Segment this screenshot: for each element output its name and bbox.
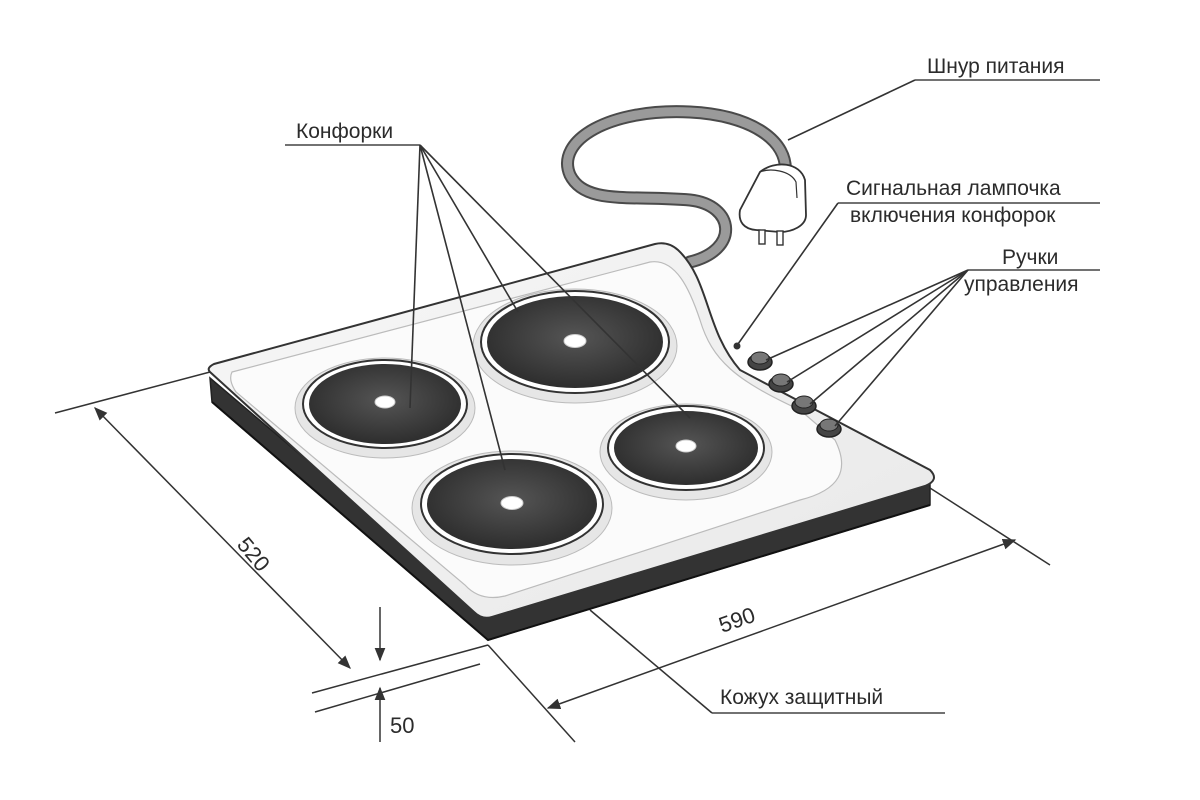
- dimension-height: [314, 607, 481, 742]
- casing-label: Кожух защитный: [720, 686, 883, 709]
- knobs-label-line2: управления: [964, 273, 1079, 296]
- power-cord: [561, 105, 792, 269]
- burner-back-left: [294, 357, 476, 459]
- width-dimension-label: 590: [715, 602, 758, 638]
- power-cord-leader: [787, 79, 1100, 141]
- burner-front-right: [599, 403, 773, 501]
- control-knob-2: [768, 373, 794, 393]
- signal-lamp-label-line1: Сигнальная лампочка: [846, 177, 1061, 200]
- height-dimension-label: 50: [390, 713, 414, 738]
- power-plug: [738, 163, 807, 246]
- signal-lamp-leader: [737, 202, 1100, 345]
- dimension-depth: [54, 371, 489, 694]
- signal-lamp-label-line2: включения конфорок: [850, 204, 1056, 227]
- control-knob-3: [791, 395, 817, 415]
- control-knob-1: [747, 351, 773, 371]
- knobs-leader: [765, 269, 1100, 427]
- cooktop-surface: [207, 242, 935, 619]
- depth-dimension-label: 520: [232, 532, 275, 576]
- dimension-width: [487, 487, 1051, 743]
- burner-front-left: [411, 450, 613, 566]
- power-cord-label: Шнур питания: [927, 55, 1064, 78]
- burners-label: Конфорки: [296, 120, 393, 143]
- burners-leader: [285, 144, 691, 471]
- knobs-label-line1: Ручки: [1002, 246, 1058, 269]
- burner-back-right: [472, 288, 678, 404]
- signal-lamp: [733, 342, 741, 350]
